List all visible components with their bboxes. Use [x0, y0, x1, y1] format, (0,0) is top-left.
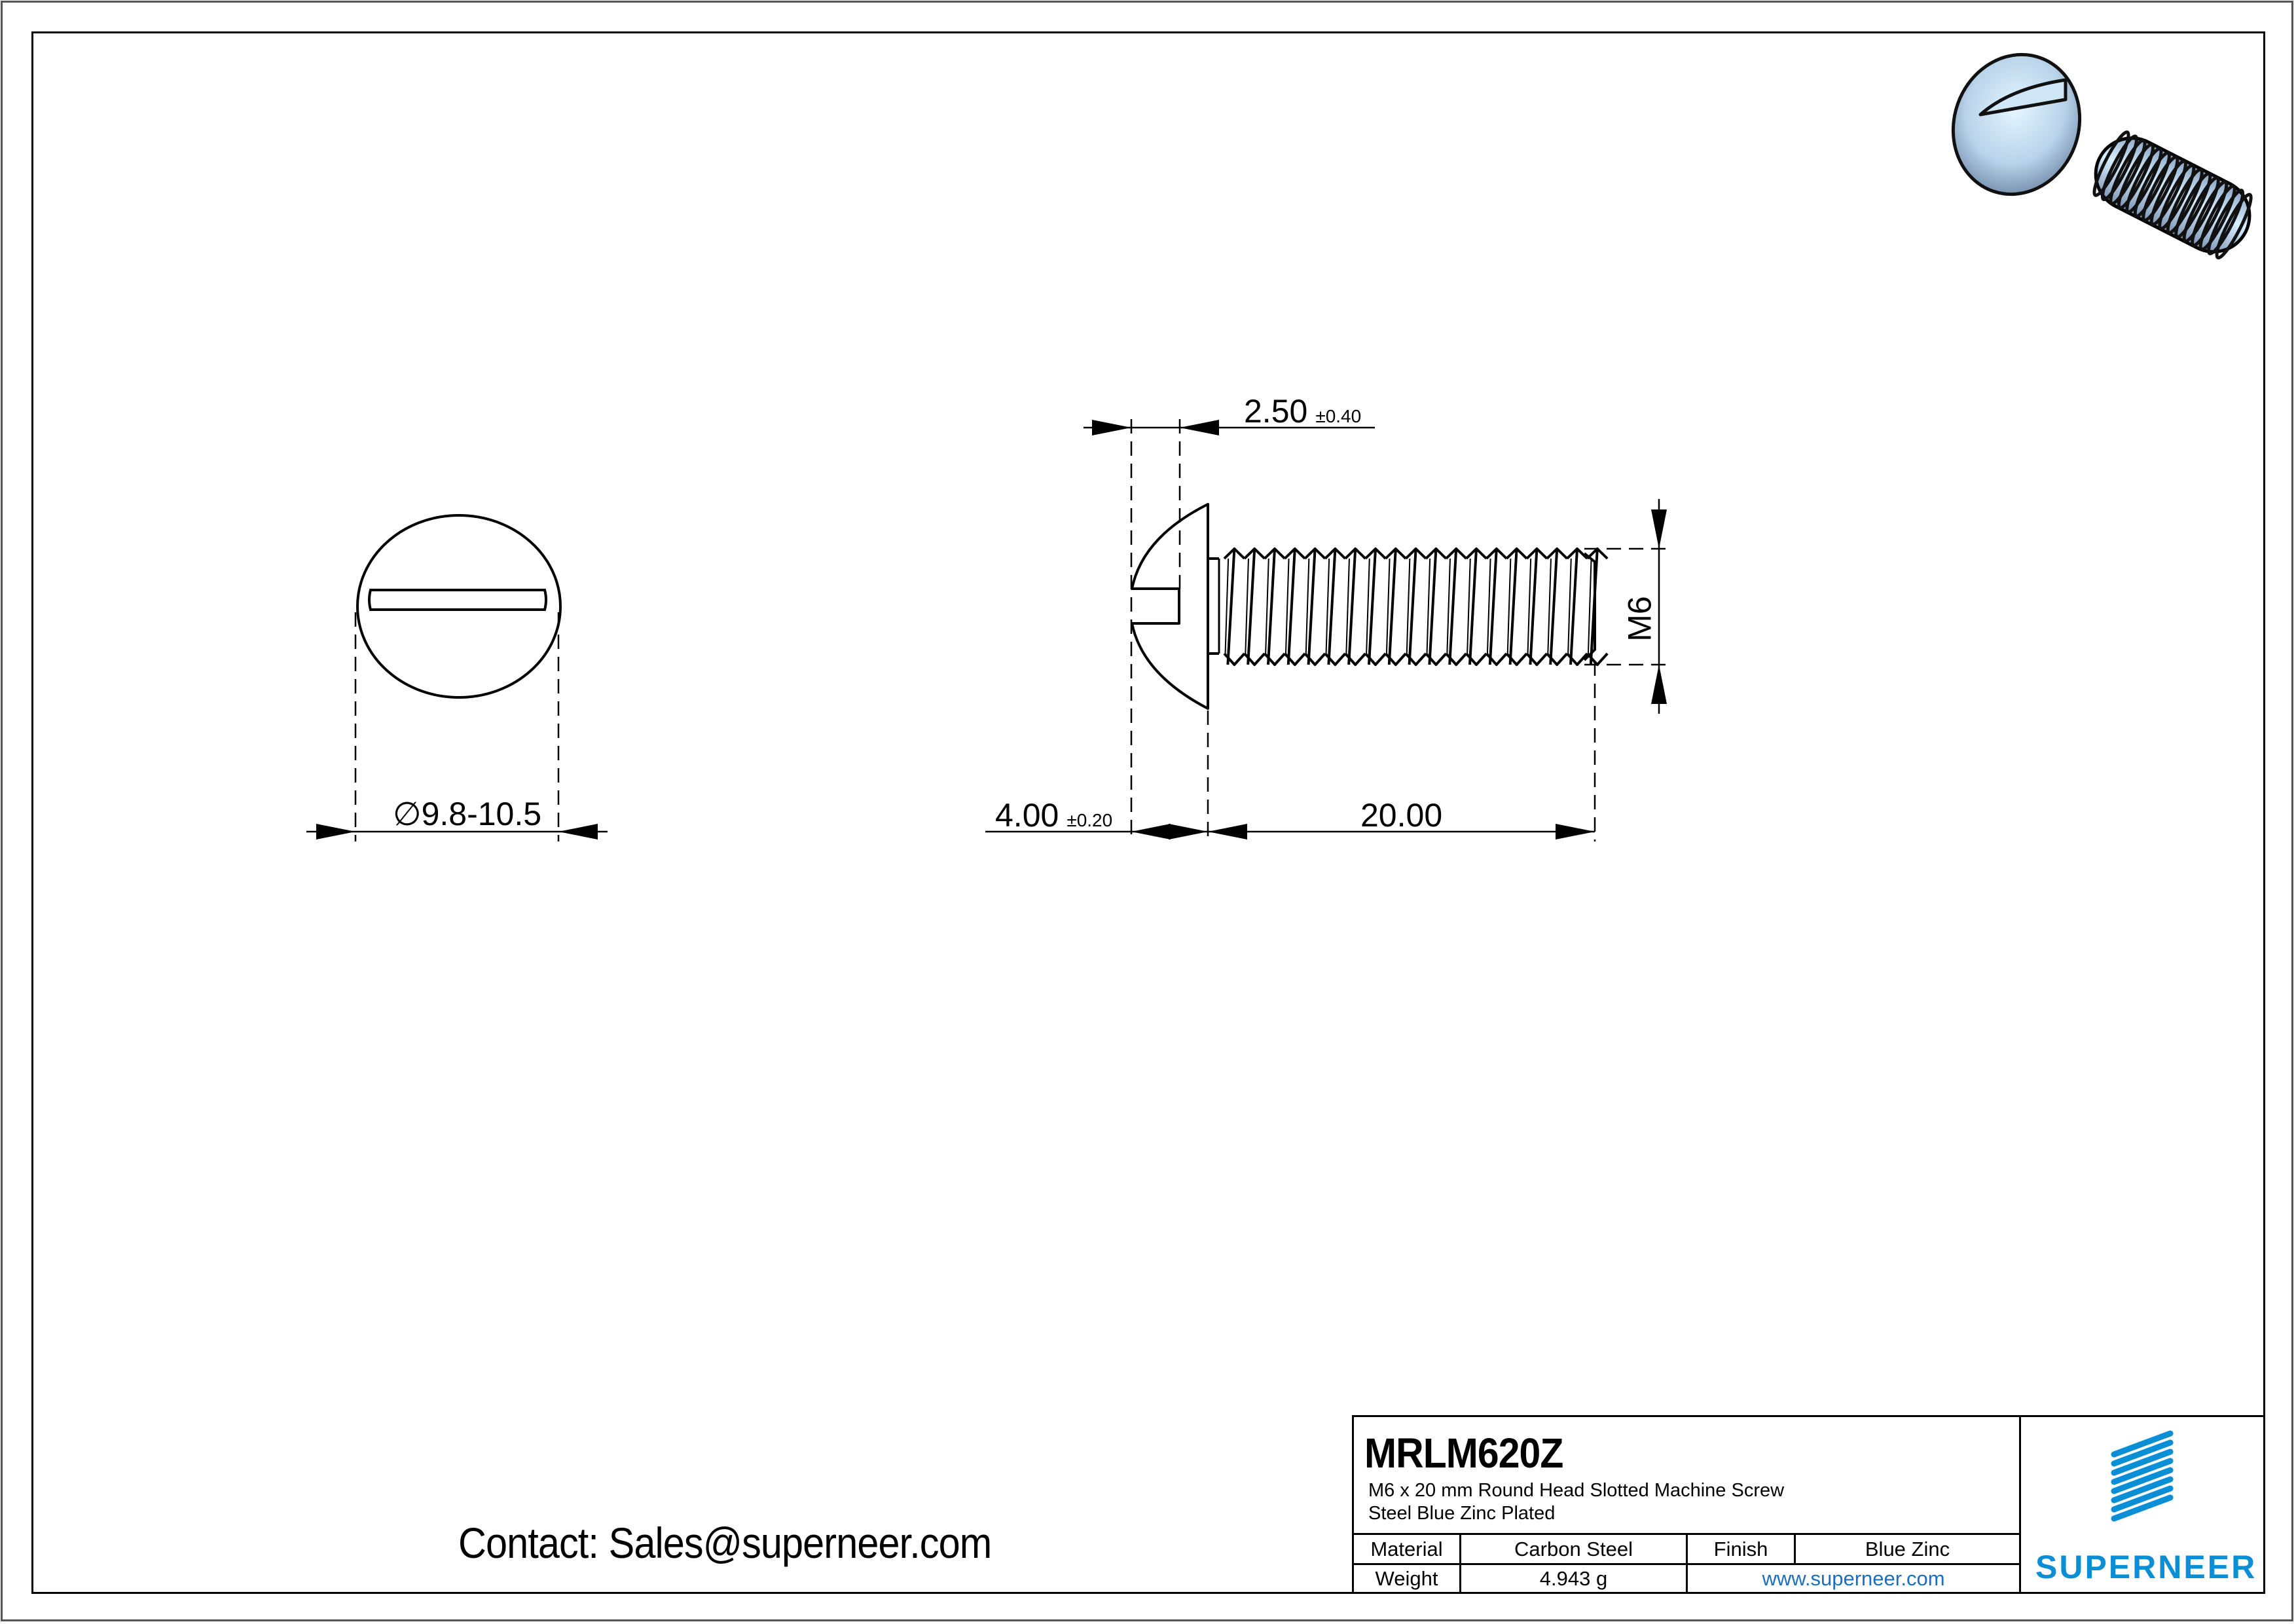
- contact-email[interactable]: Contact: Sales@superneer.com: [458, 1519, 992, 1567]
- slot-depth-dimension: 2.50 ±0.40: [1244, 395, 1361, 428]
- website-link[interactable]: www.superneer.com: [1688, 1565, 2021, 1594]
- finish-label: Finish: [1688, 1535, 1796, 1565]
- thread-size-dimension: M6: [1621, 596, 1658, 642]
- screw-3d-render: [1951, 52, 2253, 260]
- superneer-logo-icon: [2111, 1430, 2174, 1522]
- part-number: MRLM620Z: [1364, 1430, 1563, 1477]
- slot-depth-tolerance: ±0.40: [1315, 406, 1362, 426]
- brand-name: SUPERNEER: [2035, 1549, 2257, 1585]
- material-label: Material: [1354, 1535, 1461, 1565]
- length-dimension: 20.00: [1360, 799, 1442, 832]
- head-height-value: 4.00: [995, 797, 1059, 834]
- finish-value: Blue Zinc: [1796, 1535, 2021, 1565]
- properties-table: Material Carbon Steel Finish Blue Zinc W…: [1354, 1535, 2021, 1596]
- diameter-symbol-icon: ∅: [393, 796, 422, 832]
- top-view: [306, 514, 608, 841]
- slot-depth-value: 2.50: [1244, 393, 1308, 430]
- brand-logo-cell: SUPERNEER: [2021, 1417, 2265, 1594]
- material-value: Carbon Steel: [1461, 1535, 1688, 1565]
- title-block-header: MRLM620Z M6 x 20 mm Round Head Slotted M…: [1354, 1417, 2021, 1535]
- weight-value: 4.943 g: [1461, 1565, 1688, 1594]
- head-diameter-value: 9.8-10.5: [421, 796, 542, 832]
- part-finish-description: Steel Blue Zinc Plated: [1368, 1503, 1556, 1524]
- side-view: [985, 419, 1667, 841]
- head-height-tolerance: ±0.20: [1066, 810, 1113, 830]
- head-height-dimension: 4.00 ±0.20: [995, 799, 1112, 832]
- title-block: MRLM620Z M6 x 20 mm Round Head Slotted M…: [1352, 1415, 2265, 1594]
- head-diameter-dimension: ∅9.8-10.5: [393, 798, 541, 830]
- part-description: M6 x 20 mm Round Head Slotted Machine Sc…: [1368, 1480, 1785, 1501]
- length-value: 20.00: [1360, 797, 1443, 834]
- weight-label: Weight: [1354, 1565, 1461, 1594]
- drawing-frame: [31, 31, 2265, 1594]
